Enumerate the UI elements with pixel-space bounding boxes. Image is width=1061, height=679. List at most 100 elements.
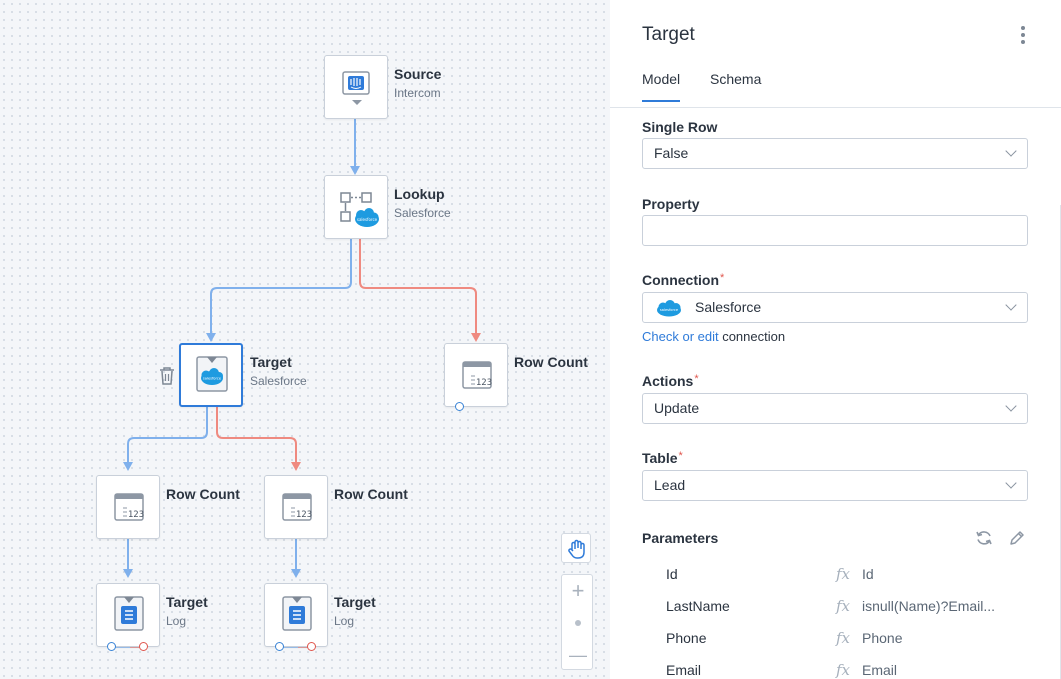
tab-divider <box>610 107 1061 108</box>
zoom-level-dot <box>562 607 594 639</box>
single-row-label: Single Row <box>642 119 718 135</box>
rowcount-icon: 123 <box>114 493 144 521</box>
tab-schema[interactable]: Schema <box>710 71 762 87</box>
target-salesforce-icon: salesforce <box>196 356 228 392</box>
node-target-log-1-error-port[interactable] <box>139 642 148 651</box>
more-options-icon[interactable] <box>1018 26 1028 46</box>
actions-label-text: Actions <box>642 373 694 389</box>
check-edit-connection-link[interactable]: Check or edit <box>642 329 719 344</box>
edge-lookup-rowcount <box>359 239 477 336</box>
salesforce-icon: salesforce <box>657 300 681 317</box>
node-rowcount-right-title: Row Count <box>514 354 588 370</box>
zoom-controls: + — <box>561 574 593 670</box>
panel-title: Target <box>642 24 695 45</box>
node-rowcount-1-title: Row Count <box>166 486 240 502</box>
property-label: Property <box>642 196 700 212</box>
parameter-row[interactable]: LastName fx isnull(Name)?Email... <box>666 597 1026 618</box>
svg-text:salesforce: salesforce <box>660 308 679 312</box>
fx-icon: fx <box>836 629 851 647</box>
connection-link-rest: connection <box>718 329 786 344</box>
node-target-log-2[interactable] <box>264 583 328 647</box>
parameter-row[interactable]: Id fx Id <box>666 565 1026 586</box>
node-target-log-1-success-port[interactable] <box>107 642 116 651</box>
required-marker: * <box>720 272 725 284</box>
actions-select[interactable]: Update <box>642 393 1028 424</box>
parameter-row[interactable]: Email fx Email <box>666 661 1026 679</box>
refresh-icon[interactable] <box>975 529 993 547</box>
node-source-title: Source <box>394 66 442 82</box>
fx-icon: fx <box>836 661 851 679</box>
required-marker: * <box>694 373 699 385</box>
required-marker: * <box>678 450 683 462</box>
node-rowcount-right-port[interactable] <box>455 402 464 411</box>
parameter-name: Phone <box>666 630 707 646</box>
parameter-value: isnull(Name)?Email... <box>862 598 996 614</box>
edge-target-rowcount2 <box>216 407 297 465</box>
connection-link-line: Check or edit connection <box>642 329 785 344</box>
node-target-log-2-success-port[interactable] <box>275 642 284 651</box>
node-target-salesforce[interactable]: salesforce <box>179 343 243 407</box>
lookup-icon: salesforce <box>340 192 379 227</box>
node-target-log-1[interactable] <box>96 583 160 647</box>
node-target-log-2-subtitle: Log <box>334 614 355 628</box>
connection-label-text: Connection <box>642 272 719 288</box>
parameter-value: Id <box>862 566 874 582</box>
node-rowcount-1[interactable]: 123 <box>96 475 160 539</box>
node-target-log-1-title: Target <box>166 594 208 610</box>
node-target-log-2-error-port[interactable] <box>307 642 316 651</box>
node-lookup-subtitle: Salesforce <box>394 206 451 220</box>
chevron-down-icon <box>1005 477 1017 489</box>
node-rowcount-2-title: Row Count <box>334 486 408 502</box>
rowcount-icon: 123 <box>282 493 312 521</box>
svg-text:123: 123 <box>128 510 144 520</box>
parameter-value: Phone <box>862 630 903 646</box>
parameter-name: Id <box>666 566 678 582</box>
node-source[interactable] <box>324 55 388 119</box>
rowcount-icon: 123 <box>462 361 492 389</box>
parameter-row[interactable]: Phone fx Phone <box>666 629 1026 650</box>
fx-icon: fx <box>836 597 851 615</box>
pan-hand-button[interactable] <box>561 533 591 563</box>
node-rowcount-2[interactable]: 123 <box>264 475 328 539</box>
target-log-icon <box>114 596 144 631</box>
svg-text:salesforce: salesforce <box>203 377 222 381</box>
actions-label: Actions* <box>642 373 699 389</box>
pipeline-edges <box>112 119 481 648</box>
salesforce-icon: salesforce <box>355 208 379 227</box>
parameter-value: Email <box>862 662 898 678</box>
hand-icon <box>568 539 585 559</box>
table-value: Lead <box>654 477 686 493</box>
tab-model[interactable]: Model <box>642 71 681 102</box>
fx-icon: fx <box>836 565 851 583</box>
edge-target-rowcount1 <box>127 407 208 465</box>
svg-text:123: 123 <box>476 378 492 388</box>
table-select[interactable]: Lead <box>642 470 1028 501</box>
connection-label: Connection* <box>642 272 724 288</box>
connection-value: Salesforce <box>695 299 762 315</box>
single-row-select[interactable]: False <box>642 138 1028 169</box>
node-lookup[interactable]: salesforce <box>324 175 388 239</box>
table-label: Table* <box>642 450 683 466</box>
table-label-text: Table <box>642 450 678 466</box>
chevron-down-icon <box>1005 400 1017 412</box>
zoom-out-button[interactable]: — <box>569 644 587 665</box>
node-source-subtitle: Intercom <box>394 86 441 100</box>
node-target-log-2-title: Target <box>334 594 376 610</box>
actions-value: Update <box>654 400 700 416</box>
parameter-name: LastName <box>666 598 730 614</box>
svg-text:123: 123 <box>296 510 312 520</box>
node-target-salesforce-subtitle: Salesforce <box>250 374 307 388</box>
property-input[interactable] <box>642 215 1028 246</box>
connection-select[interactable]: salesforce Salesforce <box>642 292 1028 323</box>
pipeline-canvas[interactable]: Source Intercom salesforce Lookup Salesf… <box>0 0 610 679</box>
intercom-icon <box>342 71 370 105</box>
edit-pencil-icon[interactable] <box>1008 529 1026 547</box>
svg-text:salesforce: salesforce <box>357 217 378 222</box>
trash-icon[interactable] <box>158 366 176 386</box>
node-target-log-1-subtitle: Log <box>166 614 187 628</box>
edge-lookup-target <box>210 239 352 336</box>
chevron-down-icon <box>1005 145 1017 157</box>
properties-panel: Target Model Schema Single Row False Pro… <box>610 0 1061 679</box>
node-rowcount-right[interactable]: 123 <box>444 343 508 407</box>
zoom-in-button[interactable]: + <box>571 578 585 603</box>
